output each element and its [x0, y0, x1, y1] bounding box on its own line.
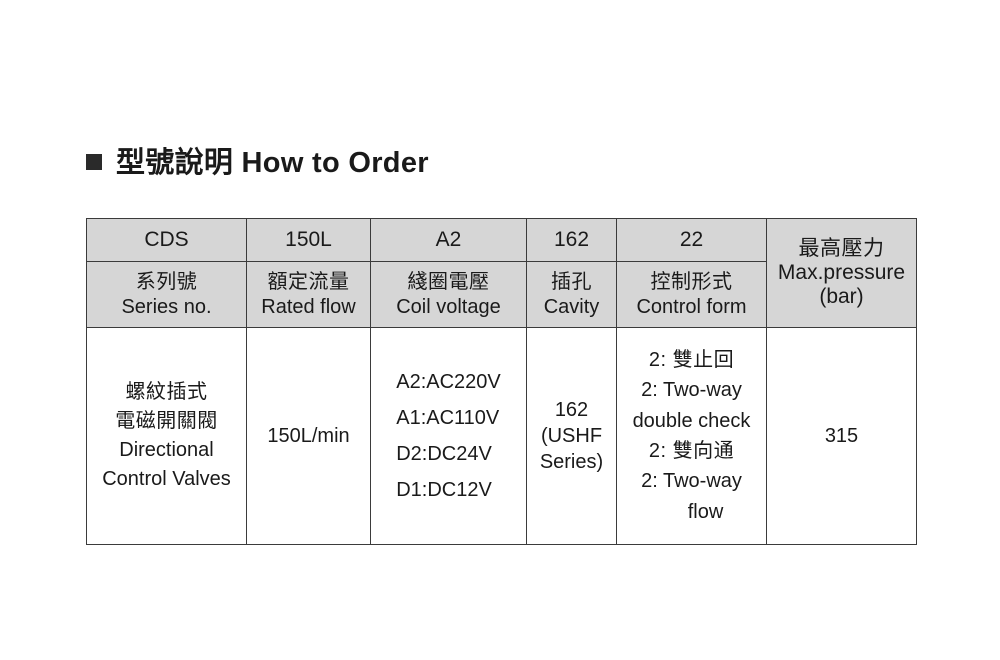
header-label-cavity-en: Cavity	[543, 295, 600, 318]
table-header-code-row: CDS 150L A2 162 22 最高壓力 Max.pressure (ba…	[86, 218, 917, 328]
square-bullet-icon	[86, 154, 102, 170]
series-no-line-4: Control Valves	[102, 468, 231, 490]
cell-cavity-value: 162 (USHF Series)	[526, 327, 617, 545]
cavity-line-2: (USHF	[540, 425, 603, 447]
how-to-order-table: CDS 150L A2 162 22 最高壓力 Max.pressure (ba…	[86, 218, 917, 545]
header-label-control-form: 控制形式 Control form	[616, 261, 767, 328]
header-code-coil-voltage: A2	[370, 218, 527, 262]
header-label-coil-voltage-cn: 綫圈電壓	[407, 271, 490, 294]
series-no-line-2: 電磁開關閥	[115, 410, 218, 432]
cell-series-no-options: 螺紋插式 電磁開關閥 Directional Control Valves	[86, 327, 247, 545]
coil-voltage-option-1: A2:AC220V	[396, 370, 501, 393]
cell-max-pressure-value: 315	[766, 327, 917, 545]
table-header-label-row: 系列號 Series no. 額定流量 Rated flow 綫圈電壓 Coil…	[86, 261, 917, 328]
control-form-line-6: flow	[687, 500, 724, 523]
coil-voltage-option-4: D1:DC12V	[396, 478, 492, 501]
series-no-line-1: 螺紋插式	[125, 381, 208, 403]
table-body-row: 螺紋插式 電磁開關閥 Directional Control Valves 15…	[86, 327, 917, 545]
header-label-series-no-en: Series no.	[121, 295, 212, 318]
control-form-line-3: double check	[632, 409, 751, 432]
header-label-control-form-en: Control form	[636, 295, 747, 318]
max-pressure-unit: (bar)	[819, 285, 864, 309]
header-code-series-no: CDS	[86, 218, 247, 262]
coil-voltage-option-2: A1:AC110V	[396, 406, 500, 429]
cell-control-form-options: 2: 雙止回 2: Two-way double check 2: 雙向通 2:…	[616, 327, 767, 545]
header-label-control-form-cn: 控制形式	[650, 271, 733, 294]
header-label-rated-flow-cn: 額定流量	[267, 271, 350, 294]
control-form-line-1: 2: 雙止回	[648, 348, 735, 371]
cell-rated-flow-value: 150L/min	[246, 327, 371, 545]
cavity-line-3: Series)	[539, 451, 604, 473]
header-label-series-no: 系列號 Series no.	[86, 261, 247, 328]
max-pressure-label-cn: 最高壓力	[798, 236, 885, 260]
header-code-rated-flow: 150L	[246, 218, 371, 262]
control-form-line-4: 2: 雙向通	[648, 440, 735, 462]
header-label-series-no-cn: 系列號	[135, 271, 198, 294]
coil-voltage-option-3: D2:DC24V	[396, 442, 492, 465]
section-heading: 型號說明 How to Order	[86, 139, 429, 181]
header-code-cavity: 162	[526, 218, 617, 262]
cavity-line-1: 162	[554, 399, 589, 421]
header-max-pressure: 最高壓力 Max.pressure (bar)	[766, 218, 917, 328]
series-no-line-3: Directional	[119, 439, 214, 461]
max-pressure-label-en: Max.pressure	[777, 260, 906, 284]
header-label-rated-flow-en: Rated flow	[261, 295, 356, 318]
header-code-control-form: 22	[616, 218, 767, 262]
control-form-line-5: 2: Two-way	[641, 470, 742, 493]
header-label-coil-voltage-en: Coil voltage	[396, 295, 501, 318]
header-label-coil-voltage: 綫圈電壓 Coil voltage	[370, 261, 527, 328]
header-label-cavity: 插孔 Cavity	[526, 261, 617, 328]
header-label-rated-flow: 額定流量 Rated flow	[246, 261, 371, 328]
control-form-line-2: 2: Two-way	[641, 379, 742, 402]
cell-coil-voltage-options: A2:AC220V A1:AC110V D2:DC24V D1:DC12V	[370, 327, 527, 545]
header-label-cavity-cn: 插孔	[551, 271, 592, 294]
page-title: 型號說明 How to Order	[116, 147, 429, 179]
